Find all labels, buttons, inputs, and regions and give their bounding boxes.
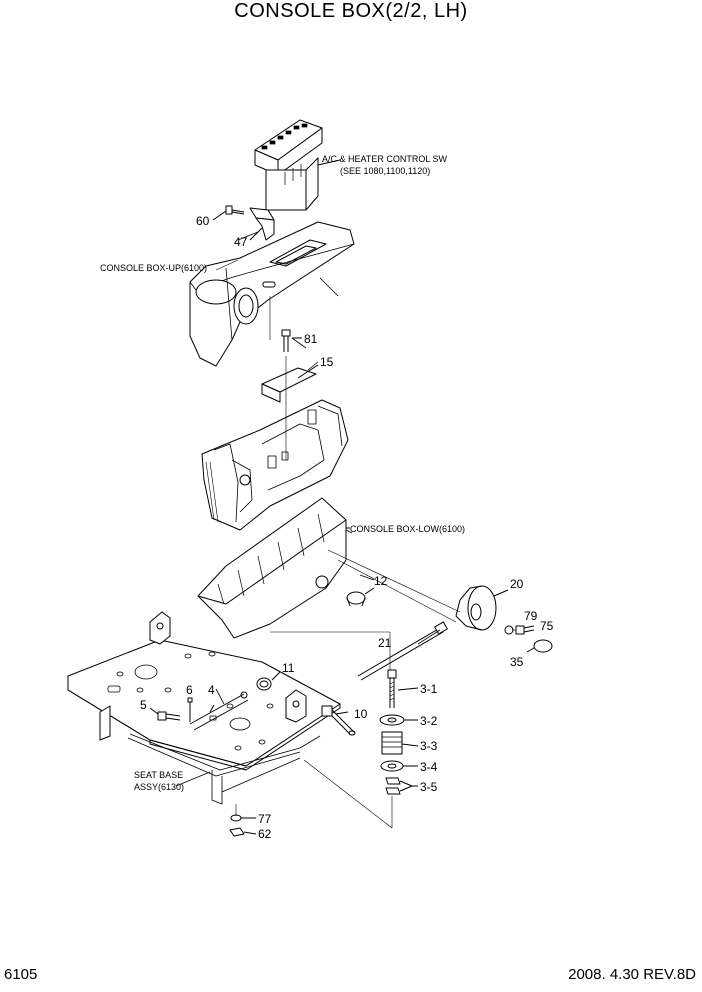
page-title: CONSOLE BOX(2/2, LH) [234,0,468,22]
part-47-bracket [249,207,275,241]
callout-6: 6 [186,683,193,697]
note-ac-heater-line1: A/C & HEATER CONTROL SW [322,154,448,164]
part-10-bolt [321,705,356,736]
part-3-5-nuts [385,777,418,795]
part-81-bolt [281,329,302,352]
note-ac-heater-line2: (SEE 1080,1100,1120) [340,166,430,176]
note-console-box-low: CONSOLE BOX-LOW(6100) [350,524,465,534]
callout-3-2: 3-2 [420,714,438,728]
part-6-pin [187,697,193,722]
callout-3-5: 3-5 [420,780,438,794]
part-62-bolt [229,827,257,837]
part-77-washer [230,814,256,822]
callout-3-4: 3-4 [420,760,438,774]
callout-75: 75 [540,619,554,633]
seat-base-assy [67,611,341,805]
note-console-box-up: CONSOLE BOX-UP(6100) [100,263,207,273]
callout-15: 15 [320,355,334,369]
callout-20: 20 [510,577,524,591]
callout-81: 81 [304,332,318,346]
callout-11: 11 [282,661,295,675]
note-seat-base-line2: ASSY(6130) [134,782,184,792]
ac-heater-control-switch [254,119,341,211]
part-21-rod [357,621,448,681]
callout-3-3: 3-3 [420,739,438,753]
part-75-bolt [515,625,535,635]
part-35-cap [526,639,553,653]
callout-77: 77 [258,812,272,826]
part-79-washer [504,625,514,635]
callout-10: 10 [354,707,368,721]
callout-60: 60 [196,214,210,228]
part-12-plug [346,587,375,607]
note-seat-base-line1: SEAT BASE [134,770,183,780]
part-60-bolt [212,205,245,221]
part-5-bolt [149,707,181,721]
callout-12: 12 [374,574,388,588]
console-inner-frame [201,399,349,531]
callout-62: 62 [258,827,272,841]
revision-date: 2008. 4.30 REV.8D [568,966,696,983]
leader-lines [175,231,441,787]
callout-3-1: 3-1 [420,682,438,696]
part-3-2-washer [379,714,418,726]
part-3-3-rubber-mount [381,731,419,755]
callout-4: 4 [208,683,215,697]
callout-21: 21 [378,636,392,650]
callout-5: 5 [140,698,147,712]
callout-47: 47 [234,235,248,249]
console-box-upper [189,221,355,367]
assembly-guide-lines [235,296,516,829]
callout-35: 35 [510,655,524,669]
part-3-1-bolt [387,669,419,708]
part-15-plate [261,364,319,403]
callout-79: 79 [524,609,538,623]
part-3-4-washer [380,760,418,772]
console-box-lower [197,497,350,639]
part-20-knob [455,585,509,631]
part-4-gas-spring [189,691,249,731]
page-number: 6105 [4,966,38,983]
part-11-ring [256,671,281,691]
